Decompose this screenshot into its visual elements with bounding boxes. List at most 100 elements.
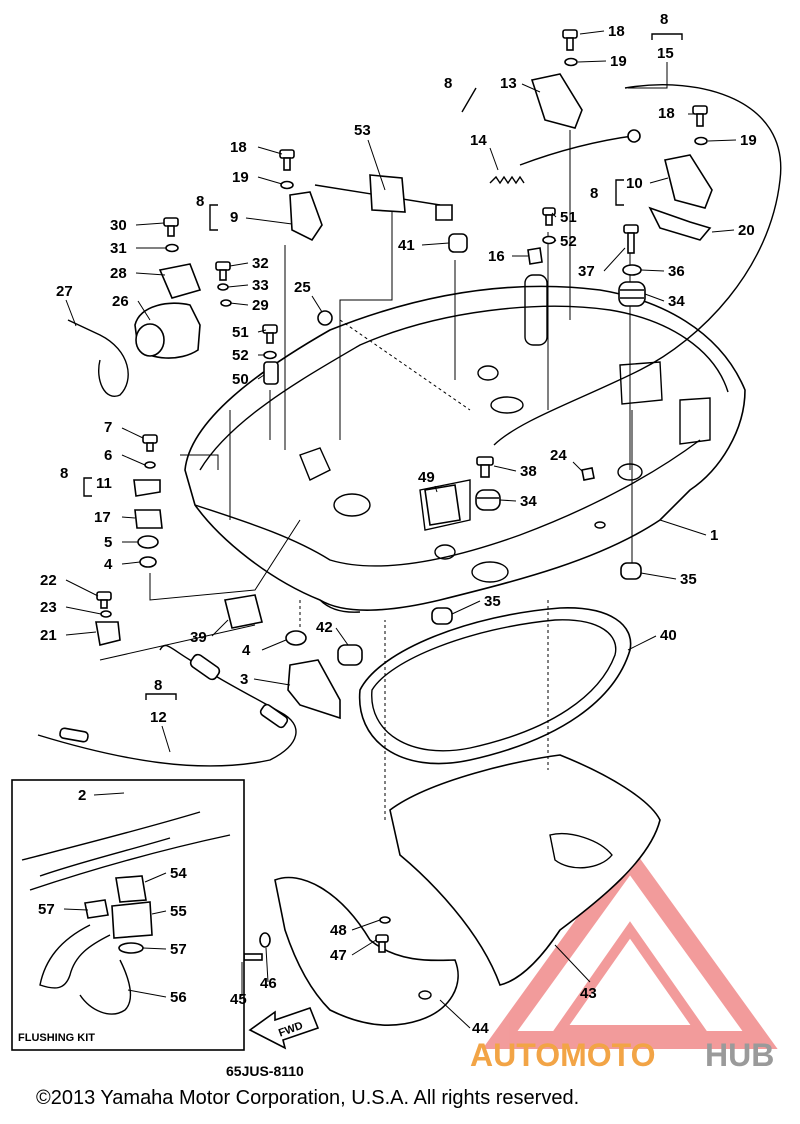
callout-labels: 18 19 8 15 8 13 14 18 19 8 10 20 53 18 1… <box>38 11 757 1037</box>
callout-48: 48 <box>330 922 347 939</box>
callout-27: 27 <box>56 283 73 300</box>
callout-6: 6 <box>104 447 112 464</box>
callout-8: 8 <box>196 193 204 210</box>
small-parts <box>59 29 713 963</box>
callout-47: 47 <box>330 947 347 964</box>
callout-8: 8 <box>60 465 68 482</box>
apron-front <box>274 876 459 1026</box>
callout-40: 40 <box>660 627 677 644</box>
callout-13: 13 <box>500 75 517 92</box>
bolt-51b <box>542 207 556 226</box>
callout-35: 35 <box>680 571 697 588</box>
callout-8: 8 <box>660 11 668 28</box>
callout-4: 4 <box>104 556 113 573</box>
callout-28: 28 <box>110 265 127 282</box>
grommet-35-mid <box>431 607 453 625</box>
callout-57: 57 <box>170 941 187 958</box>
callout-2: 2 <box>78 787 86 804</box>
callout-51: 51 <box>232 324 249 341</box>
fwd-arrow-icon <box>248 1006 320 1050</box>
watermark-text-orange: AUTOMOTO <box>470 1037 655 1073</box>
grommet-34-top <box>618 281 646 307</box>
callout-32: 32 <box>252 255 269 272</box>
watermark-text-grey: HUB <box>705 1037 774 1073</box>
callout-19: 19 <box>740 132 757 149</box>
callout-22: 22 <box>40 572 57 589</box>
copyright-text: ©2013 Yamaha Motor Corporation, U.S.A. A… <box>36 1087 579 1109</box>
bolt-18-right <box>692 105 708 127</box>
callout-56: 56 <box>170 989 187 1006</box>
callout-16: 16 <box>488 248 505 265</box>
callout-50: 50 <box>232 371 249 388</box>
bolt-38 <box>476 456 494 478</box>
callout-29: 29 <box>252 297 269 314</box>
callout-44: 44 <box>472 1020 489 1037</box>
callout-36: 36 <box>668 263 685 280</box>
grommet-34-mid <box>475 489 501 511</box>
callout-34: 34 <box>668 293 685 310</box>
callout-8: 8 <box>590 185 598 202</box>
callout-14: 14 <box>470 132 487 149</box>
bolt-18-top <box>562 29 578 51</box>
bottom-cowling <box>184 274 746 613</box>
callout-5: 5 <box>104 534 112 551</box>
callout-18: 18 <box>658 105 675 122</box>
callout-26: 26 <box>112 293 129 310</box>
callout-1: 1 <box>710 527 718 544</box>
callout-21: 21 <box>40 627 57 644</box>
bolt-37 <box>623 224 639 254</box>
callout-19: 19 <box>232 169 249 186</box>
callout-38: 38 <box>520 463 537 480</box>
callout-53: 53 <box>354 122 371 139</box>
flushing-kit-title: FLUSHING KIT <box>18 1032 95 1044</box>
callout-25: 25 <box>294 279 311 296</box>
callout-52: 52 <box>232 347 249 364</box>
callout-55: 55 <box>170 903 187 920</box>
callout-45: 45 <box>230 991 247 1008</box>
callout-7: 7 <box>104 419 112 436</box>
callout-41: 41 <box>398 237 415 254</box>
flushing-kit-inset <box>11 779 245 1051</box>
grommet-35-right <box>620 562 642 580</box>
callout-3: 3 <box>240 671 248 688</box>
callout-43: 43 <box>580 985 597 1002</box>
watermark-triangle <box>482 844 778 1049</box>
bolt-51a <box>262 324 278 344</box>
leader-lines <box>99 130 633 870</box>
callout-37: 37 <box>578 263 595 280</box>
callout-9: 9 <box>230 209 238 226</box>
callout-20: 20 <box>738 222 755 239</box>
cable-12-ends <box>59 653 289 743</box>
callout-52: 52 <box>560 233 577 250</box>
bolt-22 <box>96 591 112 609</box>
callout-12: 12 <box>150 709 167 726</box>
callout-46: 46 <box>260 975 277 992</box>
callout-34: 34 <box>520 493 537 510</box>
callout-39: 39 <box>190 629 207 646</box>
callout-30: 30 <box>110 217 127 234</box>
callout-leaders <box>63 30 737 1029</box>
callout-18: 18 <box>608 23 625 40</box>
group-brackets <box>83 33 683 700</box>
callout-31: 31 <box>110 240 127 257</box>
bolt-7 <box>142 434 158 452</box>
callout-17: 17 <box>94 509 111 526</box>
callout-33: 33 <box>252 277 269 294</box>
callout-51: 51 <box>560 209 577 226</box>
apron-rear <box>389 754 661 986</box>
callout-35: 35 <box>484 593 501 610</box>
callout-57: 57 <box>38 901 55 918</box>
rubber-seal <box>358 607 632 765</box>
callout-23: 23 <box>40 599 57 616</box>
callout-8: 8 <box>154 677 162 694</box>
bolt-30 <box>163 217 179 237</box>
drawing-code: 65JUS-8110 <box>226 1063 304 1079</box>
callout-24: 24 <box>550 447 567 464</box>
solenoid-26 <box>134 263 202 359</box>
bolt-18-left <box>279 149 295 171</box>
bolt-47 <box>375 934 389 953</box>
bolt-32 <box>215 261 231 281</box>
callout-19: 19 <box>610 53 627 70</box>
cables <box>37 84 782 767</box>
